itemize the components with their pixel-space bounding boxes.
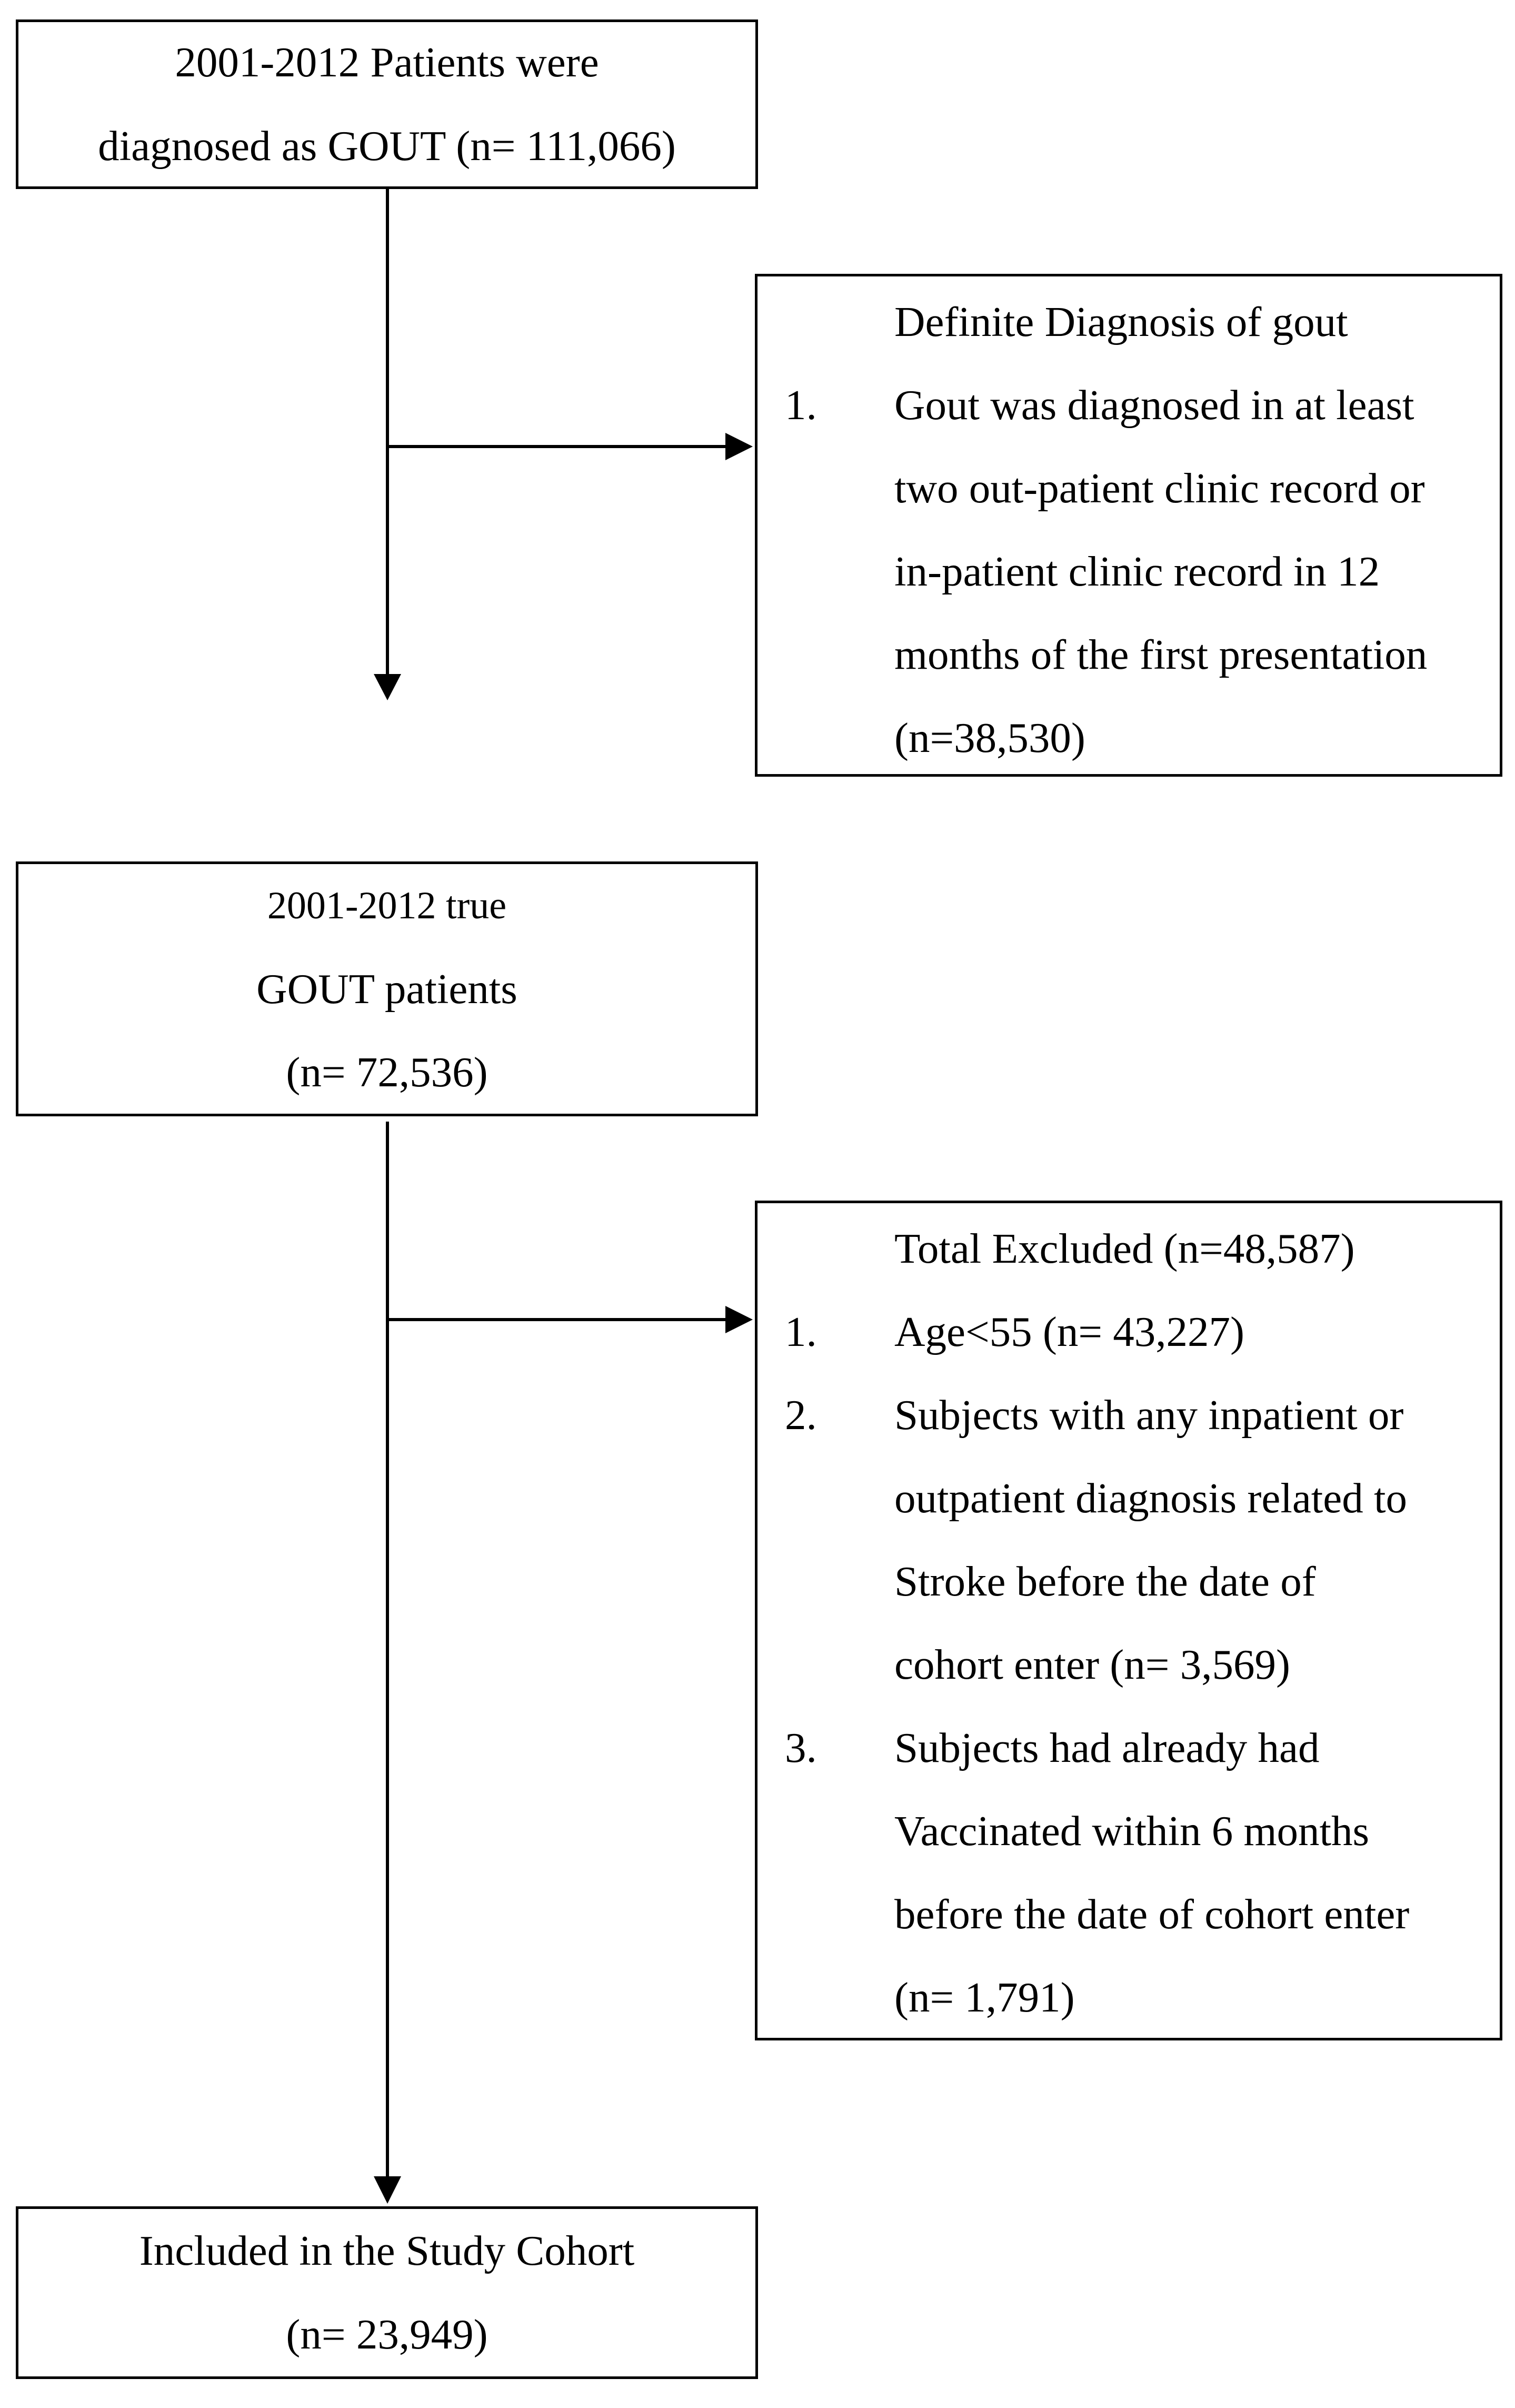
diagnosis-criterion-line1: Gout was diagnosed in at least xyxy=(894,381,1414,429)
exclusion-1-line1: Age<55 (n= 43,227) xyxy=(894,1308,1245,1355)
arrowhead-top-down xyxy=(374,674,401,700)
diagnosis-criterion-count: (n=38,530) xyxy=(894,714,1085,761)
arrowhead-top-right xyxy=(725,433,753,460)
box-study-cohort-count: (n= 23,949) xyxy=(286,2311,488,2358)
exclusion-number-1: 1. xyxy=(785,1308,817,1355)
box-definite-diagnosis: Definite Diagnosis of gout 1. Gout was d… xyxy=(755,274,1502,777)
exclusion-number-3: 3. xyxy=(785,1724,817,1771)
box-study-cohort-line1: Included in the Study Cohort xyxy=(139,2227,635,2274)
diagnosis-criterion-line2: two out-patient clinic record or xyxy=(894,464,1425,512)
exclusion-2-line4: cohort enter (n= 3,569) xyxy=(894,1641,1290,1688)
exclusion-number-2: 2. xyxy=(785,1391,817,1439)
box-true-gout-patients: 2001-2012 true GOUT patients (n= 72,536) xyxy=(16,861,758,1116)
exclusion-3-line4: (n= 1,791) xyxy=(894,1974,1075,2021)
exclusion-3-line2: Vaccinated within 6 months xyxy=(894,1807,1370,1855)
diagnosis-criterion-line3: in-patient clinic record in 12 xyxy=(894,548,1380,595)
diagnosis-criterion-line4: months of the first presentation xyxy=(894,631,1428,678)
exclusion-3-line1: Subjects had already had xyxy=(894,1724,1320,1771)
arrowhead-bottom-right xyxy=(725,1306,753,1333)
box-initial-patients: 2001-2012 Patients were diagnosed as GOU… xyxy=(16,19,758,189)
list-number-1: 1. xyxy=(785,381,817,429)
box-exclusions-title: Total Excluded (n=48,587) xyxy=(894,1225,1355,1272)
box-true-gout-line1: 2001-2012 true xyxy=(267,884,507,927)
box-initial-patients-line2: diagnosed as GOUT (n= 111,066) xyxy=(98,122,676,170)
box-study-cohort: Included in the Study Cohort (n= 23,949) xyxy=(16,2206,758,2379)
exclusion-2-line1: Subjects with any inpatient or xyxy=(894,1391,1404,1439)
box-initial-patients-line1: 2001-2012 Patients were xyxy=(175,38,599,86)
box-definite-diagnosis-title: Definite Diagnosis of gout xyxy=(894,298,1348,345)
exclusion-2-line3: Stroke before the date of xyxy=(894,1558,1316,1605)
box-true-gout-line2: GOUT patients xyxy=(256,965,517,1013)
box-true-gout-count: (n= 72,536) xyxy=(286,1048,488,1096)
exclusion-2-line2: outpatient diagnosis related to xyxy=(894,1474,1408,1522)
box-exclusions: Total Excluded (n=48,587) 1. Age<55 (n= … xyxy=(755,1201,1502,2040)
arrowhead-bottom-down xyxy=(374,2176,401,2204)
exclusion-3-line3: before the date of cohort enter xyxy=(894,1890,1410,1938)
